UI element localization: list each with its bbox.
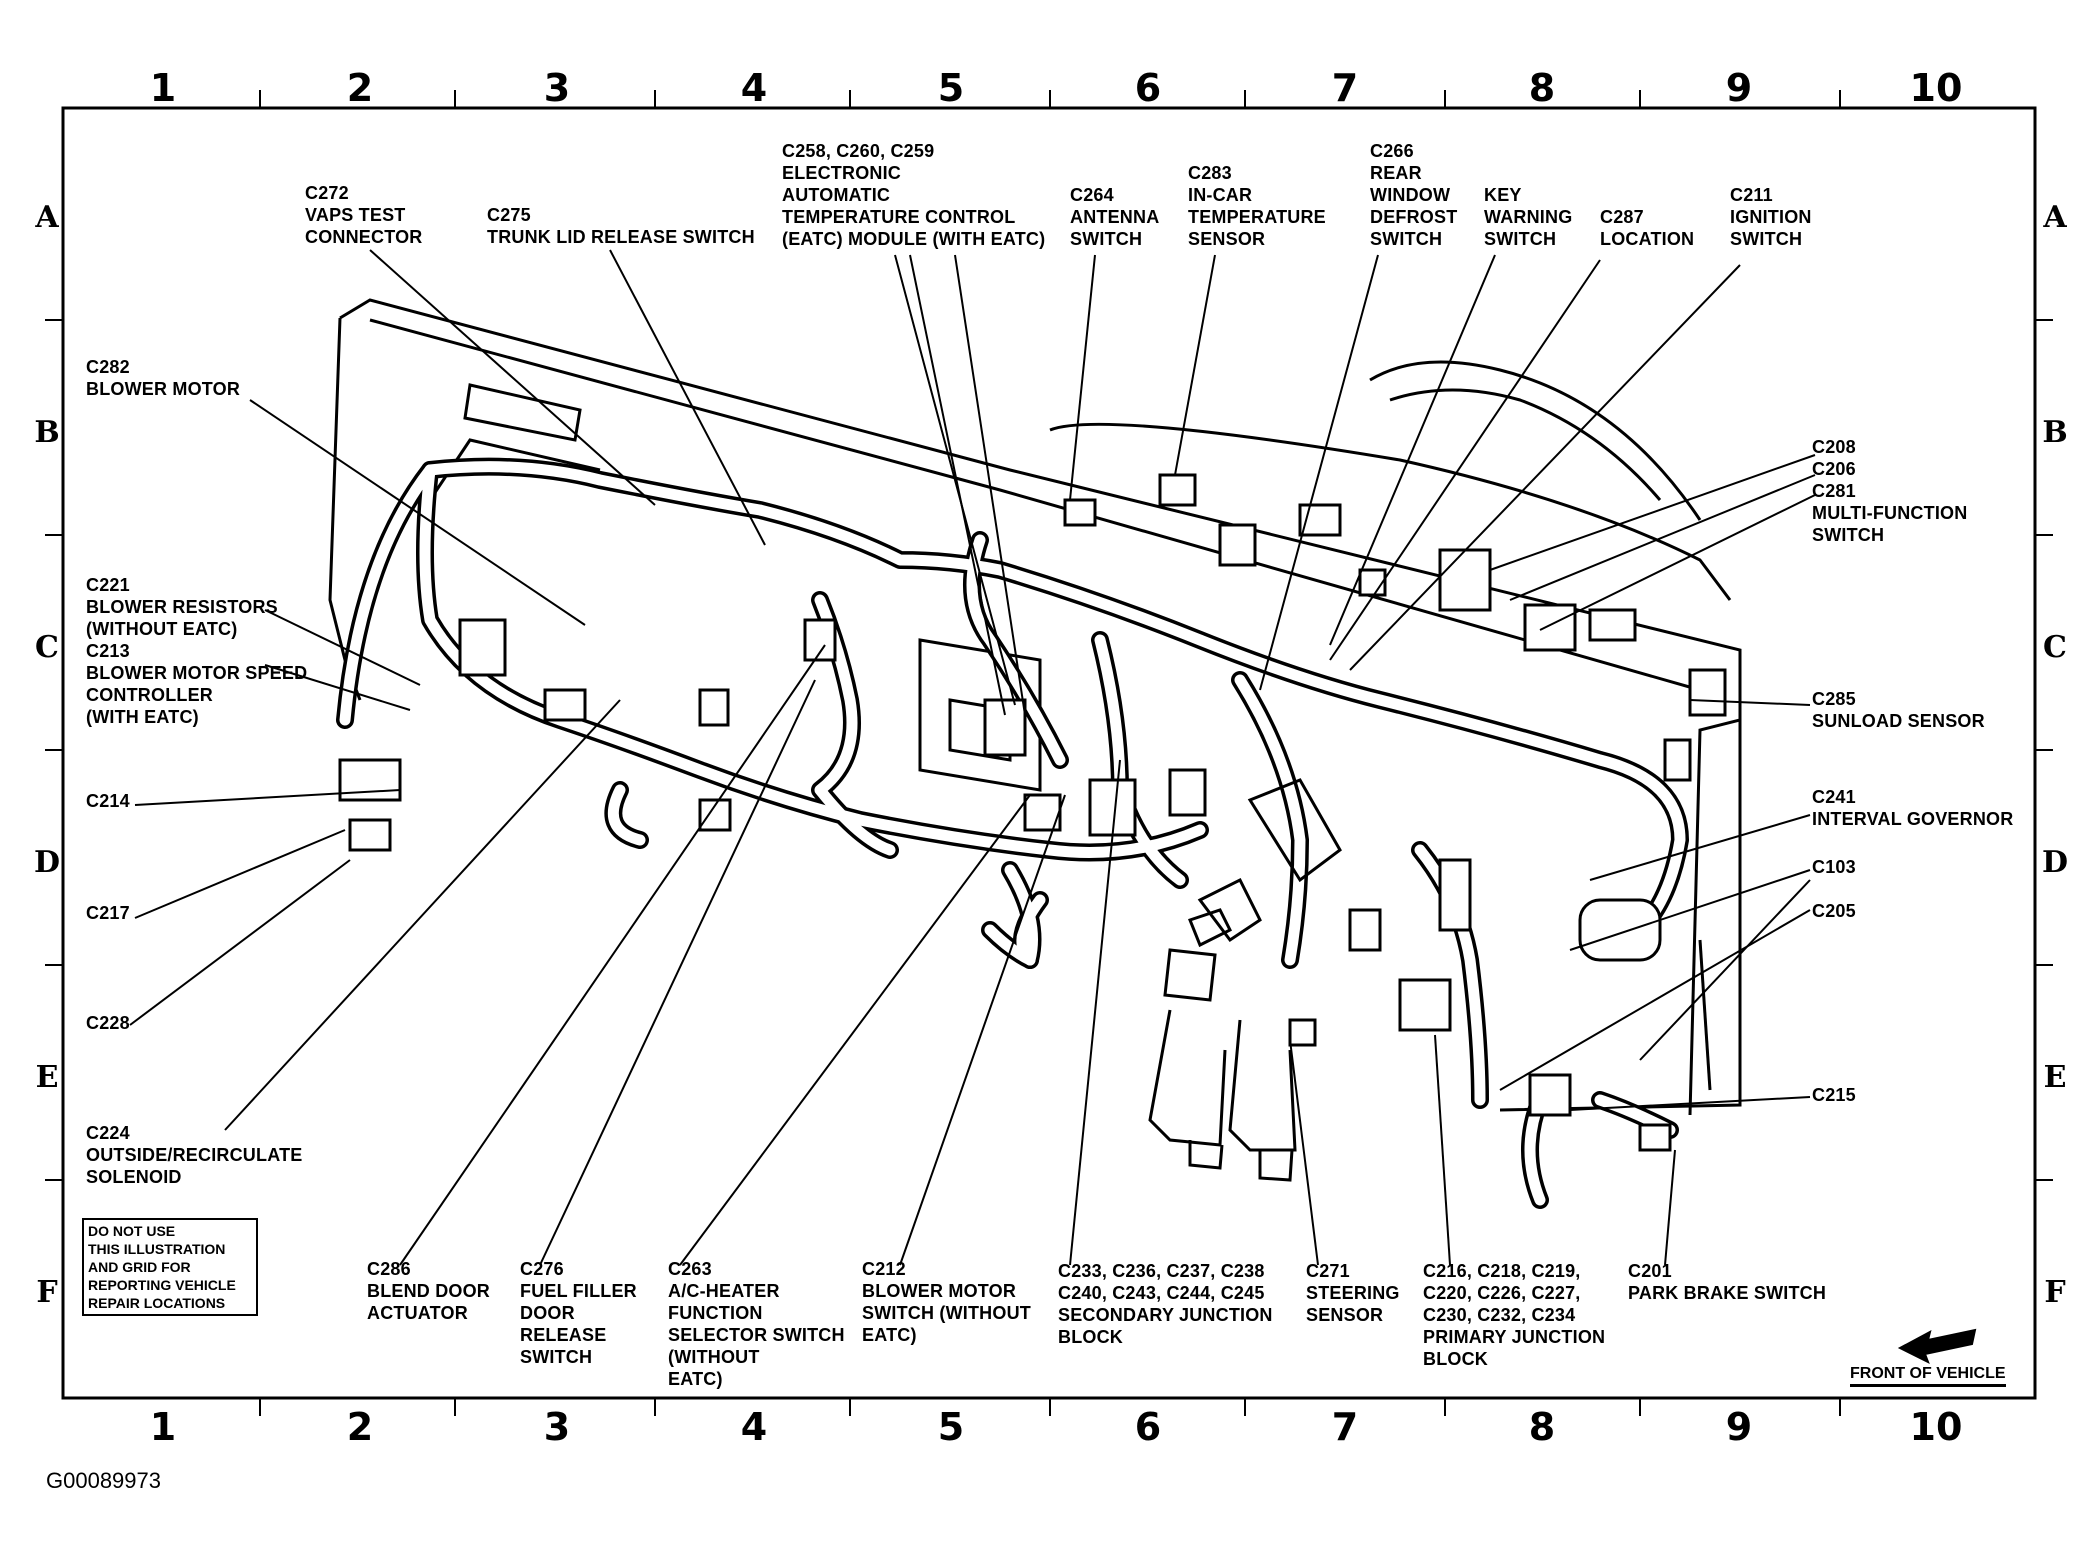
grid-ruler-ticks [45,90,2053,1416]
label-c275: C275 TRUNK LID RELEASE SWITCH [487,205,755,247]
grid-row-d-right: D [2041,845,2068,880]
grid-row-c-right: C [2043,630,2067,665]
grid-col-8-bottom: 8 [1528,1405,1556,1449]
notice-box: DO NOT USE THIS ILLUSTRATION AND GRID FO… [82,1218,258,1316]
grid-col-2: 2 [346,66,374,110]
label-c201: C201 PARK BRAKE SWITCH [1628,1261,1827,1303]
label-c258: C258, C260, C259 ELECTRONIC AUTOMATIC TE… [782,141,1046,249]
grid-col-2-bottom: 2 [346,1405,374,1449]
figure-id: G00089973 [46,1468,161,1493]
grid-row-f: F [36,1275,58,1310]
label-c283: C283 IN-CAR TEMPERATURE SENSOR [1188,163,1326,249]
leader-lines [129,249,1816,1266]
label-c271: C271 STEERING SENSOR [1306,1261,1400,1325]
label-c264: C264 ANTENNA SWITCH [1070,185,1160,249]
label-c208: C208 C206 C281 MULTI-FUNCTION SWITCH [1812,437,1968,545]
label-c233: C233, C236, C237, C238 C240, C243, C244,… [1058,1261,1273,1347]
label-c287: C287 LOCATION [1600,207,1695,249]
label-c263: C263 A/C-HEATER FUNCTION SELECTOR SWITCH… [668,1259,845,1389]
grid-col-8: 8 [1528,66,1556,110]
label-c228: C228 [86,1013,130,1033]
label-c221: C221 BLOWER RESISTORS (WITHOUT EATC) C21… [86,575,308,727]
label-c215: C215 [1812,1085,1856,1105]
grid-col-9: 9 [1725,66,1753,110]
label-c266: C266 REAR WINDOW DEFROST SWITCH [1370,141,1458,249]
label-c212: C212 BLOWER MOTOR SWITCH (WITHOUT EATC) [862,1259,1031,1345]
grid-col-6-bottom: 6 [1134,1405,1162,1449]
grid-row-b-right: B [2042,415,2068,450]
label-c282: C282 BLOWER MOTOR [86,357,241,399]
grid-row-a-right: A [2043,200,2067,235]
label-c272: C272 VAPS TEST CONNECTOR [305,183,423,247]
front-of-vehicle-label: FRONT OF VEHICLE [1850,1365,2006,1387]
grid-row-e-right: E [2043,1060,2067,1095]
grid-col-3: 3 [543,66,571,110]
grid-row-e: E [35,1060,59,1095]
grid-row-b: B [34,415,60,450]
label-c276: C276 FUEL FILLER DOOR RELEASE SWITCH [520,1259,637,1367]
grid-col-7-bottom: 7 [1331,1405,1359,1449]
grid-col-1: 1 [149,66,177,110]
label-c224: C224 OUTSIDE/RECIRCULATE SOLENOID [86,1123,303,1187]
label-c285: C285 SUNLOAD SENSOR [1812,689,1985,731]
label-c217: C217 [86,903,130,923]
label-key-warning: KEY WARNING SWITCH [1484,185,1573,249]
grid-col-4-bottom: 4 [740,1405,768,1449]
grid-col-10: 10 [1909,66,1963,110]
grid-row-c: C [35,630,59,665]
pedals-steering [1148,778,1342,1182]
instrument-panel-outline [328,298,1742,1116]
grid-col-6: 6 [1134,66,1162,110]
grid-row-f-right: F [2044,1275,2066,1310]
grid-col-10-bottom: 10 [1909,1405,1963,1449]
label-c211: C211 IGNITION SWITCH [1730,185,1812,249]
grid-col-9-bottom: 9 [1725,1405,1753,1449]
grid-col-5: 5 [937,66,965,110]
label-c214: C214 [86,791,130,811]
grid-col-1-bottom: 1 [149,1405,177,1449]
label-c216: C216, C218, C219, C220, C226, C227, C230… [1423,1261,1606,1369]
label-c103: C103 [1812,857,1856,877]
grid-col-3-bottom: 3 [543,1405,571,1449]
label-c205: C205 [1812,901,1856,921]
label-c241: C241 INTERVAL GOVERNOR [1812,787,2014,829]
grid-row-a: A [35,200,59,235]
grid-col-4: 4 [740,66,768,110]
grid-col-5-bottom: 5 [937,1405,965,1449]
connector-blocks [338,473,1727,1152]
label-c286: C286 BLEND DOOR ACTUATOR [367,1259,490,1323]
grid-col-7: 7 [1331,66,1359,110]
front-arrow-icon [1897,1328,1977,1365]
grid-row-d: D [33,845,60,880]
